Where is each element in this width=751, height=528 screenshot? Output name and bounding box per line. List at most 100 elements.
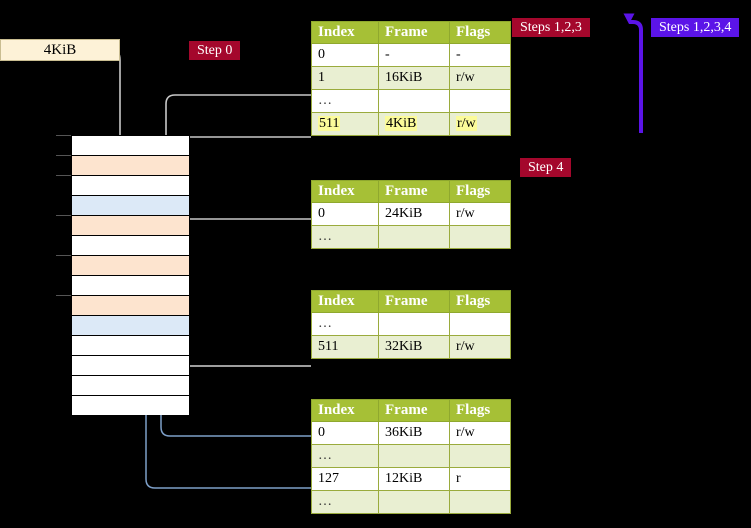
- cell-frame: 4KiB: [378, 112, 450, 136]
- table-row: …: [311, 89, 511, 113]
- memory-size-label: 4KiB: [0, 39, 120, 61]
- cell-flags: [449, 225, 511, 249]
- cell-frame: 32KiB: [378, 335, 450, 359]
- memory-tick-mark: [56, 255, 71, 256]
- table-row: …: [311, 312, 511, 336]
- table-row: …: [311, 225, 511, 249]
- memory-row: [72, 375, 189, 395]
- badge-steps-1234-label: Steps 1,2,3,4: [659, 19, 732, 35]
- cell-index: 127: [311, 467, 379, 491]
- column-header-index: Index: [311, 21, 379, 44]
- memory-row: [72, 315, 189, 335]
- cell-flags: r/w: [449, 335, 511, 359]
- cell-index: …: [311, 490, 379, 514]
- cell-index: 511: [311, 335, 379, 359]
- cell-frame: [378, 490, 450, 514]
- cell-flags: [449, 444, 511, 468]
- column-header-flags: Flags: [449, 180, 511, 203]
- cell-frame: 12KiB: [378, 467, 450, 491]
- column-header-flags: Flags: [449, 21, 511, 44]
- cell-frame: 36KiB: [378, 421, 450, 445]
- memory-tick-mark: [56, 155, 71, 156]
- cell-flags: r: [449, 467, 511, 491]
- badge-step-4-label: Step 4: [528, 159, 564, 175]
- cell-frame: [378, 312, 450, 336]
- cell-index: …: [311, 312, 379, 336]
- badge-step-0: Step 0: [189, 41, 241, 60]
- column-header-flags: Flags: [449, 290, 511, 313]
- table-row: 511 4KiB r/w: [311, 112, 511, 136]
- memory-row: [72, 355, 189, 375]
- cell-flags: r/w: [449, 112, 511, 136]
- memory-row: [72, 175, 189, 195]
- cell-index: 0: [311, 43, 379, 67]
- cell-flags: -: [449, 43, 511, 67]
- cell-index: 0: [311, 202, 379, 226]
- wire-memory-to-table2: [177, 306, 311, 367]
- cell-highlight: r/w: [456, 116, 477, 131]
- memory-tick-mark: [56, 135, 71, 136]
- wire-table1-to-memory: [177, 218, 311, 264]
- cell-frame: -: [378, 43, 450, 67]
- cell-highlight: 511: [318, 116, 341, 131]
- memory-row: [72, 335, 189, 355]
- memory-tick-mark: [56, 215, 71, 216]
- cell-flags: r/w: [449, 202, 511, 226]
- cell-frame: [378, 225, 450, 249]
- memory-tick-mark: [56, 175, 71, 176]
- cell-highlight: 4KiB: [385, 116, 418, 131]
- memory-row: [72, 195, 189, 215]
- memory-column: [71, 135, 190, 415]
- badge-step-0-label: Step 0: [197, 42, 233, 58]
- cell-flags: [449, 312, 511, 336]
- memory-row: [72, 135, 189, 155]
- table-row: …: [311, 444, 511, 468]
- cell-frame: 16KiB: [378, 66, 450, 90]
- column-header-frame: Frame: [378, 21, 450, 44]
- memory-tick-mark: [56, 295, 71, 296]
- cell-index: …: [311, 444, 379, 468]
- cell-index: 0: [311, 421, 379, 445]
- column-header-index: Index: [311, 290, 379, 313]
- badge-steps-123-label: Steps 1,2,3: [520, 19, 582, 35]
- badge-step-4: Step 4: [520, 158, 572, 177]
- cell-flags: r/w: [449, 66, 511, 90]
- column-header-frame: Frame: [378, 399, 450, 422]
- cell-index: …: [311, 225, 379, 249]
- memory-size-text: 4KiB: [43, 41, 77, 58]
- memory-row: [72, 235, 189, 255]
- cell-flags: [449, 490, 511, 514]
- badge-steps-1234: Steps 1,2,3,4: [651, 18, 740, 37]
- column-header-index: Index: [311, 399, 379, 422]
- table-row: 0--: [311, 43, 511, 67]
- column-header-index: Index: [311, 180, 379, 203]
- memory-row: [72, 155, 189, 175]
- cell-flags: [449, 89, 511, 113]
- cell-index: …: [311, 89, 379, 113]
- wire-steps-violet-arrow: [623, 13, 643, 133]
- cell-frame: [378, 89, 450, 113]
- memory-row: [72, 255, 189, 275]
- table-row: …: [311, 490, 511, 514]
- cell-frame: 24KiB: [378, 202, 450, 226]
- cell-index: 1: [311, 66, 379, 90]
- wire-4kib-to-memory: [111, 49, 127, 149]
- badge-steps-123: Steps 1,2,3: [512, 18, 590, 37]
- column-header-frame: Frame: [378, 180, 450, 203]
- memory-row: [72, 395, 189, 415]
- cell-index: 511: [311, 112, 379, 136]
- column-header-flags: Flags: [449, 399, 511, 422]
- cell-flags: r/w: [449, 421, 511, 445]
- memory-row: [72, 275, 189, 295]
- memory-row: [72, 215, 189, 235]
- cell-frame: [378, 444, 450, 468]
